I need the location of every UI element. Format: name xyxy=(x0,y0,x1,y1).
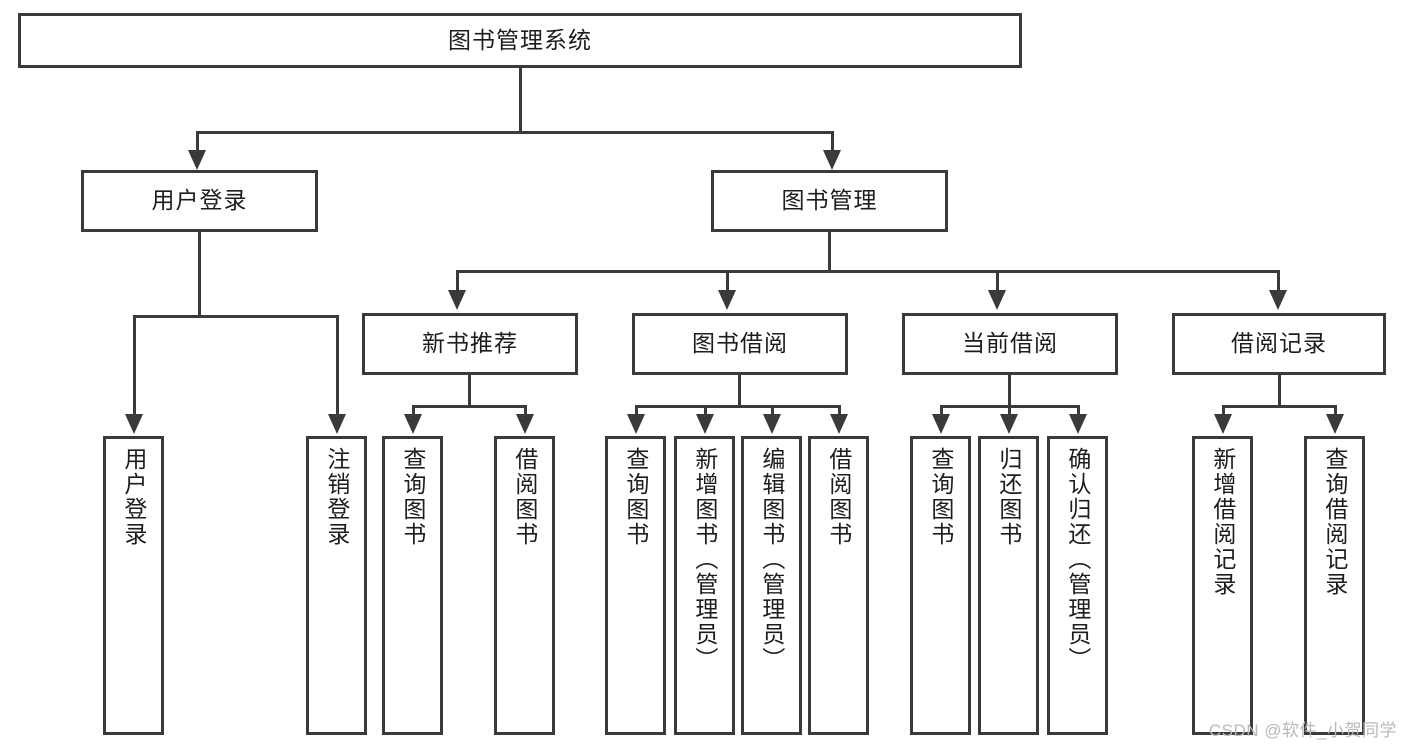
node-book-management[interactable]: 图书管理 xyxy=(711,170,948,232)
arrowhead-bb-leaf-2-icon xyxy=(696,414,714,434)
leaf-br-query-record[interactable]: 查询借阅记录 xyxy=(1304,436,1365,735)
connector-book-management-stem xyxy=(828,232,831,270)
connector-book-borrow-stem xyxy=(738,375,741,405)
arrowhead-bb-leaf-3-icon xyxy=(763,414,781,434)
connector-cb-leaf-1 xyxy=(940,405,943,417)
connector-cb-leaf-2 xyxy=(1008,405,1011,417)
connector-user-login-leaf-2 xyxy=(336,315,339,417)
arrowhead-current-borrow-icon xyxy=(988,290,1006,310)
connector-new-book-recommend-bar xyxy=(412,405,527,408)
connector-bb-leaf-1 xyxy=(635,405,638,417)
leaf-cb-return-book[interactable]: 归还图书 xyxy=(978,436,1039,735)
connector-to-current-borrow xyxy=(996,270,999,292)
leaf-label: 注销登录 xyxy=(323,447,350,547)
arrowhead-book-borrow-icon xyxy=(718,290,736,310)
leaf-label: 借阅图书 xyxy=(825,447,852,547)
node-new-book-recommend[interactable]: 新书推荐 xyxy=(362,313,578,375)
connector-to-new-book-recommend xyxy=(456,270,459,292)
connector-level3-bar xyxy=(456,270,1280,273)
arrowhead-borrow-record-icon xyxy=(1269,290,1287,310)
connector-to-borrow-record xyxy=(1277,270,1280,292)
leaf-nbr-query-book[interactable]: 查询图书 xyxy=(382,436,443,735)
node-label: 用户登录 xyxy=(151,187,248,214)
node-borrow-record[interactable]: 借阅记录 xyxy=(1172,313,1386,375)
leaf-bb-edit-book[interactable]: 编辑图书（管理员） xyxy=(741,436,802,735)
arrowhead-br-leaf-1-icon xyxy=(1214,414,1232,434)
node-root-book-management-system[interactable]: 图书管理系统 xyxy=(18,13,1022,68)
arrowhead-leaf-logout-icon xyxy=(328,414,346,434)
node-label: 借阅记录 xyxy=(1231,330,1327,357)
leaf-cb-confirm-return[interactable]: 确认归还（管理员） xyxy=(1047,436,1108,735)
leaf-label: 查询图书 xyxy=(399,447,426,547)
leaf-bb-borrow-book[interactable]: 借阅图书 xyxy=(808,436,869,735)
arrowhead-book-management-icon xyxy=(823,150,841,170)
arrowhead-nbr-leaf-1-icon xyxy=(404,414,422,434)
node-label: 当前借阅 xyxy=(962,330,1058,357)
leaf-br-add-record[interactable]: 新增借阅记录 xyxy=(1192,436,1253,735)
connector-br-leaf-2 xyxy=(1334,405,1337,417)
connector-br-leaf-1 xyxy=(1222,405,1225,417)
leaf-bb-add-book[interactable]: 新增图书（管理员） xyxy=(674,436,735,735)
connector-user-login-stem xyxy=(198,232,201,315)
connector-root-to-book-management xyxy=(831,131,834,153)
node-label: 新书推荐 xyxy=(422,330,518,357)
leaf-label: 新增借阅记录 xyxy=(1209,447,1236,597)
connector-bb-leaf-3 xyxy=(771,405,774,417)
leaf-label: 查询图书 xyxy=(622,447,649,547)
connector-to-book-borrow xyxy=(726,270,729,292)
connector-root-bar xyxy=(196,131,833,134)
arrowhead-bb-leaf-1-icon xyxy=(627,414,645,434)
node-current-borrow[interactable]: 当前借阅 xyxy=(902,313,1118,375)
leaf-logout[interactable]: 注销登录 xyxy=(306,436,367,735)
connector-cb-leaf-3 xyxy=(1077,405,1080,417)
arrowhead-new-book-recommend-icon xyxy=(448,290,466,310)
leaf-label: 确认归还（管理员） xyxy=(1064,447,1091,672)
leaf-bb-query-book[interactable]: 查询图书 xyxy=(605,436,666,735)
arrowhead-leaf-user-login-icon xyxy=(125,414,143,434)
arrowhead-nbr-leaf-2-icon xyxy=(516,414,534,434)
connector-nbr-leaf-2 xyxy=(524,405,527,417)
connector-book-borrow-bar xyxy=(635,405,840,408)
leaf-label: 用户登录 xyxy=(120,447,147,547)
leaf-label: 归还图书 xyxy=(995,447,1022,547)
connector-user-login-bar xyxy=(133,315,339,318)
connector-root-to-user-login xyxy=(196,131,199,153)
connector-borrow-record-stem xyxy=(1278,375,1281,405)
connector-user-login-leaf-1 xyxy=(133,315,136,417)
arrowhead-bb-leaf-4-icon xyxy=(830,414,848,434)
leaf-label: 编辑图书（管理员） xyxy=(758,447,785,672)
node-book-borrow[interactable]: 图书借阅 xyxy=(632,313,848,375)
leaf-label: 查询借阅记录 xyxy=(1321,447,1348,597)
leaf-cb-query-book[interactable]: 查询图书 xyxy=(910,436,971,735)
leaf-user-login[interactable]: 用户登录 xyxy=(103,436,164,735)
connector-root-stem xyxy=(519,68,522,131)
connector-bb-leaf-4 xyxy=(838,405,841,417)
node-label: 图书管理系统 xyxy=(448,26,592,53)
arrowhead-cb-leaf-3-icon xyxy=(1069,414,1087,434)
leaf-nbr-borrow-book[interactable]: 借阅图书 xyxy=(494,436,555,735)
arrowhead-br-leaf-2-icon xyxy=(1326,414,1344,434)
leaf-label: 新增图书（管理员） xyxy=(691,447,718,672)
node-label: 图书借阅 xyxy=(692,330,788,357)
leaf-label: 借阅图书 xyxy=(511,447,538,547)
arrowhead-cb-leaf-2-icon xyxy=(1000,414,1018,434)
connector-nbr-leaf-1 xyxy=(412,405,415,417)
arrowhead-user-login-icon xyxy=(188,150,206,170)
connector-bb-leaf-2 xyxy=(704,405,707,417)
node-user-login[interactable]: 用户登录 xyxy=(81,170,318,232)
leaf-label: 查询图书 xyxy=(927,447,954,547)
connector-current-borrow-stem xyxy=(1008,375,1011,405)
connector-borrow-record-bar xyxy=(1222,405,1337,408)
watermark: CSDN @软件_小贺同学 xyxy=(1208,721,1397,740)
node-label: 图书管理 xyxy=(781,187,878,214)
arrowhead-cb-leaf-1-icon xyxy=(932,414,950,434)
connector-new-book-recommend-stem xyxy=(468,375,471,405)
